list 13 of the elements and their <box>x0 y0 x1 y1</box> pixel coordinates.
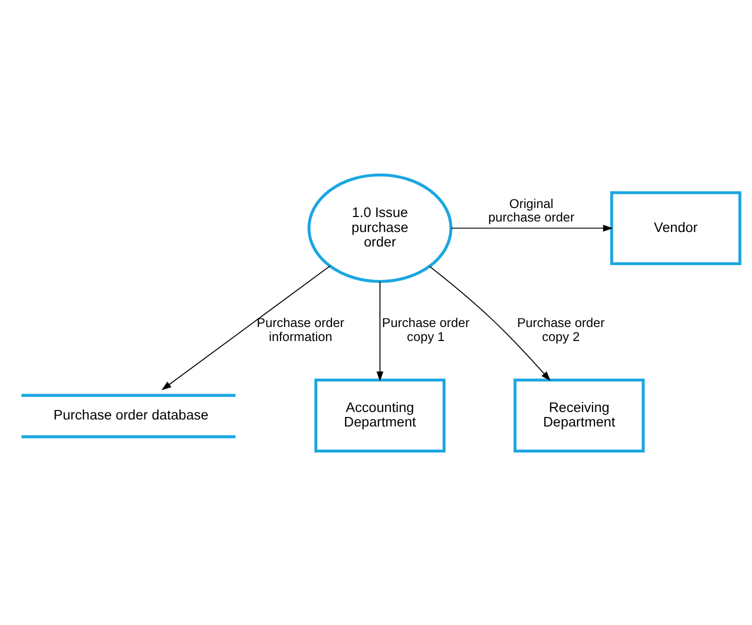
node-ellipse: 1.0 Issue purchase order <box>307 172 452 282</box>
node-box: Vendor <box>610 190 742 265</box>
edge-label: Purchase order copy 2 <box>517 314 605 344</box>
node-box: Receiving Department <box>514 378 645 452</box>
arrow <box>429 266 551 381</box>
arrow <box>450 224 613 232</box>
node-box: Accounting Department <box>314 378 446 452</box>
edge-label: Original purchase order <box>488 195 574 224</box>
edge-label: Purchase order information <box>256 314 344 344</box>
edge-label: Purchase order copy 1 <box>382 314 470 344</box>
arrow <box>376 280 384 381</box>
arrow <box>161 265 330 390</box>
node-text: Purchase order database <box>54 407 208 422</box>
